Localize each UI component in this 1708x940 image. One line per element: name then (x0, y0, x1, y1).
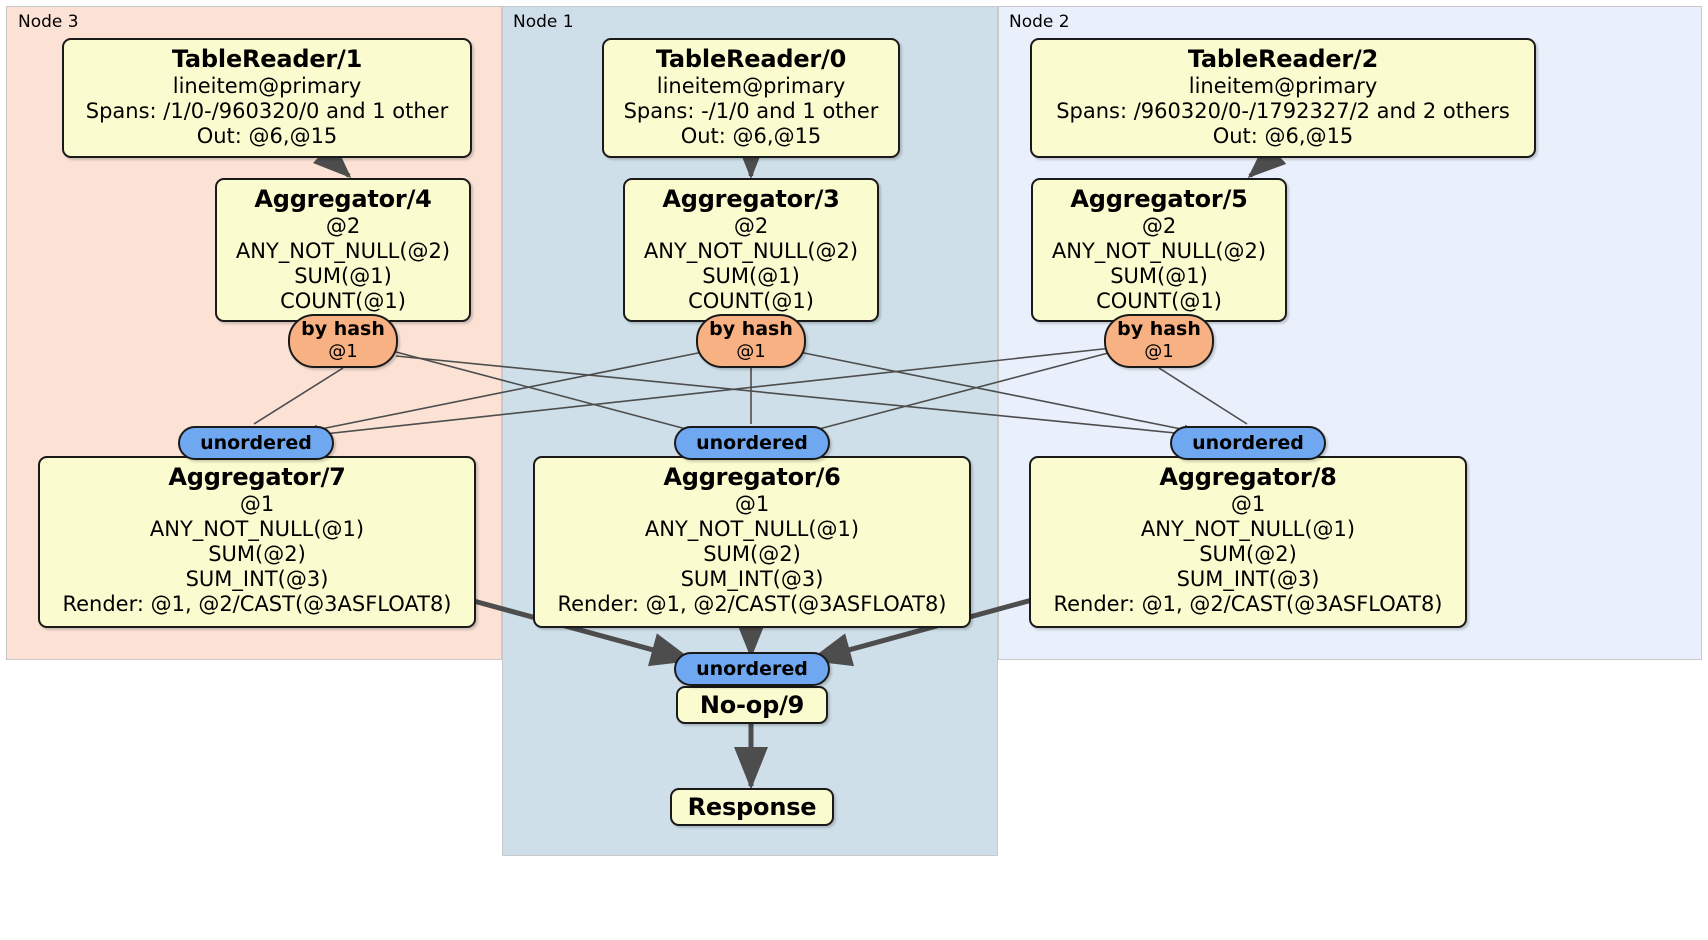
processor-aggregator-6[interactable]: Aggregator/6 @1 ANY_NOT_NULL(@1) SUM(@2)… (533, 456, 971, 628)
processor-no-op-9[interactable]: No-op/9 (676, 686, 828, 724)
processor-line: Spans: /960320/0-/1792327/2 and 2 others (1056, 99, 1510, 123)
panel-label-node-1: Node 1 (513, 12, 574, 32)
processor-title: Aggregator/7 (168, 463, 346, 491)
processor-line: Render: @1, @2/CAST(@3ASFLOAT8) (1053, 592, 1443, 616)
processor-line: Out: @6,@15 (680, 124, 822, 148)
processor-title: Aggregator/6 (663, 463, 841, 491)
processor-title: Aggregator/3 (662, 185, 840, 213)
processor-line: ANY_NOT_NULL(@2) (643, 239, 859, 263)
processor-line: Render: @1, @2/CAST(@3ASFLOAT8) (62, 592, 452, 616)
processor-aggregator-7[interactable]: Aggregator/7 @1 ANY_NOT_NULL(@1) SUM(@2)… (38, 456, 476, 628)
panel-label-node-2: Node 2 (1009, 12, 1070, 32)
processor-title: TableReader/1 (171, 45, 363, 73)
router-subtitle: @1 (1144, 341, 1174, 362)
processor-line: SUM_INT(@3) (680, 567, 824, 591)
processor-line: SUM(@1) (1110, 264, 1208, 288)
processor-line: ANY_NOT_NULL(@2) (235, 239, 451, 263)
synchronizer-unordered-left[interactable]: unordered (178, 426, 334, 460)
processor-line: ANY_NOT_NULL(@1) (1140, 517, 1356, 541)
processor-line: ANY_NOT_NULL(@1) (149, 517, 365, 541)
processor-line: @2 (1141, 214, 1177, 238)
synchronizer-title: unordered (696, 431, 808, 454)
processor-title: Aggregator/5 (1070, 185, 1248, 213)
processor-line: ANY_NOT_NULL(@2) (1051, 239, 1267, 263)
processor-title: TableReader/2 (1187, 45, 1379, 73)
processor-line: lineitem@primary (656, 74, 846, 98)
processor-line: Out: @6,@15 (1212, 124, 1354, 148)
router-title: by hash (1117, 318, 1201, 340)
processor-line: SUM(@2) (208, 542, 306, 566)
processor-line: SUM_INT(@3) (1176, 567, 1320, 591)
processor-line: @1 (239, 492, 275, 516)
processor-aggregator-5[interactable]: Aggregator/5 @2 ANY_NOT_NULL(@2) SUM(@1)… (1031, 178, 1287, 322)
processor-line: @1 (1230, 492, 1266, 516)
processor-line: COUNT(@1) (1096, 289, 1222, 313)
synchronizer-title: unordered (200, 431, 312, 454)
panel-label-node-3: Node 3 (18, 12, 79, 32)
processor-line: SUM(@1) (294, 264, 392, 288)
synchronizer-title: unordered (1192, 431, 1304, 454)
processor-title: Aggregator/4 (254, 185, 432, 213)
router-by-hash-left[interactable]: by hash @1 (288, 314, 398, 368)
processor-line: ANY_NOT_NULL(@1) (644, 517, 860, 541)
processor-tablereader-0[interactable]: TableReader/0 lineitem@primary Spans: -/… (602, 38, 900, 158)
router-title: by hash (709, 318, 793, 340)
processor-line: SUM_INT(@3) (185, 567, 329, 591)
processor-line: lineitem@primary (172, 74, 362, 98)
processor-line: @1 (734, 492, 770, 516)
processor-line: SUM(@1) (702, 264, 800, 288)
router-title: by hash (301, 318, 385, 340)
processor-tablereader-1[interactable]: TableReader/1 lineitem@primary Spans: /1… (62, 38, 472, 158)
processor-line: @2 (733, 214, 769, 238)
router-by-hash-right[interactable]: by hash @1 (1104, 314, 1214, 368)
processor-title: Aggregator/8 (1159, 463, 1337, 491)
processor-line: @2 (325, 214, 361, 238)
synchronizer-unordered-right[interactable]: unordered (1170, 426, 1326, 460)
processor-line: SUM(@2) (703, 542, 801, 566)
synchronizer-unordered-final[interactable]: unordered (674, 652, 830, 686)
processor-line: Spans: -/1/0 and 1 other (623, 99, 879, 123)
processor-line: Spans: /1/0-/960320/0 and 1 other (85, 99, 449, 123)
processor-line: Render: @1, @2/CAST(@3ASFLOAT8) (557, 592, 947, 616)
processor-title: TableReader/0 (655, 45, 847, 73)
processor-response[interactable]: Response (670, 788, 834, 826)
processor-line: SUM(@2) (1199, 542, 1297, 566)
processor-aggregator-8[interactable]: Aggregator/8 @1 ANY_NOT_NULL(@1) SUM(@2)… (1029, 456, 1467, 628)
processor-line: Out: @6,@15 (196, 124, 338, 148)
router-subtitle: @1 (736, 341, 766, 362)
router-subtitle: @1 (328, 341, 358, 362)
processor-aggregator-3[interactable]: Aggregator/3 @2 ANY_NOT_NULL(@2) SUM(@1)… (623, 178, 879, 322)
processor-title: No-op/9 (699, 691, 805, 719)
processor-aggregator-4[interactable]: Aggregator/4 @2 ANY_NOT_NULL(@2) SUM(@1)… (215, 178, 471, 322)
processor-tablereader-2[interactable]: TableReader/2 lineitem@primary Spans: /9… (1030, 38, 1536, 158)
router-by-hash-center[interactable]: by hash @1 (696, 314, 806, 368)
processor-line: lineitem@primary (1188, 74, 1378, 98)
synchronizer-unordered-center[interactable]: unordered (674, 426, 830, 460)
synchronizer-title: unordered (696, 657, 808, 680)
processor-title: Response (687, 793, 817, 821)
processor-line: COUNT(@1) (280, 289, 406, 313)
processor-line: COUNT(@1) (688, 289, 814, 313)
